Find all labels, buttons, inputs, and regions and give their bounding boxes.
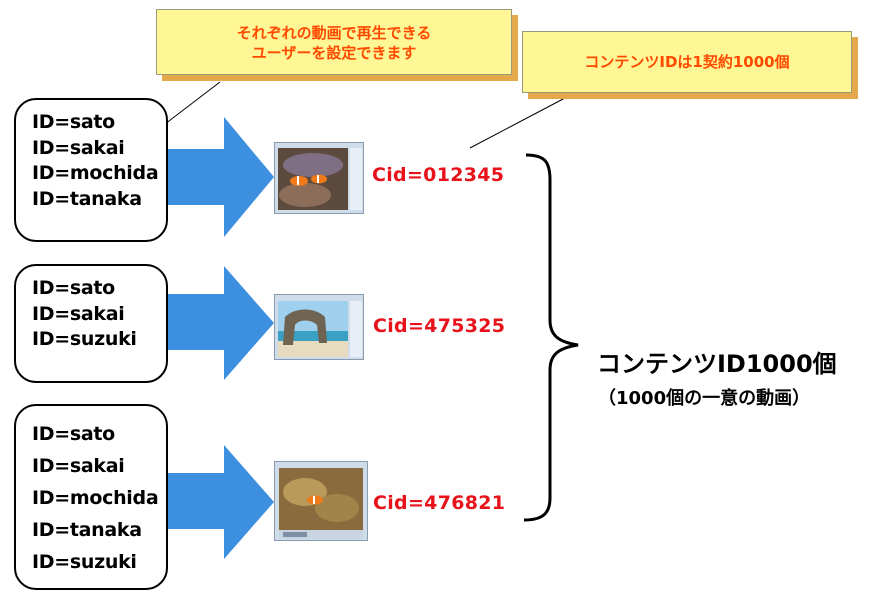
user-id: ID=sato [32, 423, 115, 445]
users-callout: それぞれの動画で再生できる ユーザーを設定できます [156, 9, 512, 75]
content-id-label: Cid=476821 [373, 492, 506, 514]
arrow-1 [168, 117, 274, 237]
contents-callout: コンテンツIDは1契約1000個 [522, 31, 852, 93]
user-group-box-2: ID=sato ID=sakai ID=suzuki [14, 264, 168, 383]
summary-title: コンテンツID1000個 [597, 350, 837, 378]
rock-arch-beach-video-thumbnail-icon [274, 294, 364, 360]
user-id: ID=sato [32, 111, 115, 133]
contents-callout-text: コンテンツIDは1契約1000個 [584, 53, 790, 71]
user-group-box-3: ID=sato ID=sakai ID=mochida ID=tanaka ID… [14, 404, 168, 590]
clownfish-video-thumbnail-icon [274, 142, 364, 214]
content-id-label: Cid=475325 [373, 315, 506, 337]
users-callout-line1: それぞれの動画で再生できる [236, 24, 432, 42]
brace [523, 153, 579, 522]
content-id-label: Cid=012345 [372, 164, 505, 186]
user-id: ID=sakai [32, 136, 125, 159]
contents-callout-pointer [469, 97, 566, 149]
user-id: ID=mochida [32, 487, 159, 509]
arrow-3 [168, 445, 274, 559]
arrow-2 [168, 266, 274, 380]
clownfish-anemone-video-thumbnail-icon [274, 461, 368, 541]
user-id: ID=sakai [32, 455, 125, 477]
users-callout-pointer [164, 81, 221, 125]
user-id: ID=sakai [32, 302, 125, 325]
user-id: ID=tanaka [32, 187, 142, 210]
users-callout-line2: ユーザーを設定できます [251, 44, 417, 62]
user-id: ID=suzuki [32, 551, 137, 573]
user-id: ID=sato [32, 277, 115, 299]
user-id: ID=mochida [32, 162, 159, 184]
user-group-box-1: ID=sato ID=sakai ID=mochida ID=tanaka [14, 98, 168, 242]
user-id: ID=tanaka [32, 519, 142, 541]
summary-subtitle: （1000個の一意の動画） [598, 388, 811, 409]
user-id: ID=suzuki [32, 328, 137, 350]
